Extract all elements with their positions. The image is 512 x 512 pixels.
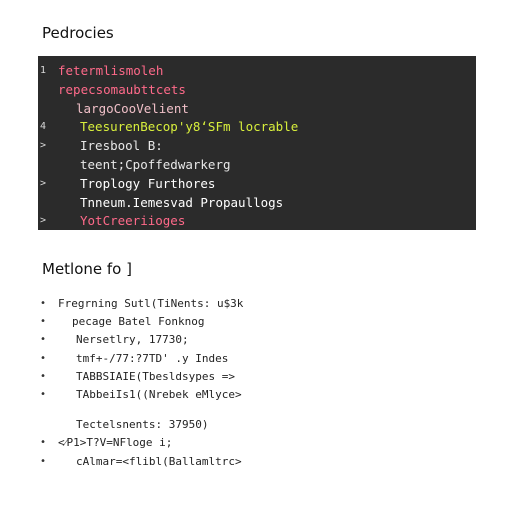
list-item-text: TAbbeiIs1((Nrebek eMlyce> [76,388,242,401]
bullet-icon: • [40,455,47,467]
code-line[interactable]: 1 fetermlismoleh [38,62,476,80]
list-item-text: TABBSIAIE(Tbesldsypes => [76,369,235,383]
list-item: Tectelsnents: 37950) [0,417,512,433]
list-item-text: cAlmar=<flibl(Ballamltrc> [76,454,242,468]
bullet-icon: • [40,298,47,309]
list-item: • cAlmar=<flibl(Ballamltrc> [0,454,512,470]
code-line-text: Iresbool B: [80,138,163,154]
line-gutter-marker[interactable]: 1 [40,65,47,76]
code-line-text: fetermlismoleh [58,63,164,78]
list-item-text: Nersetlry, 17730; [76,333,189,347]
section-title: Metlone fo ] [42,260,132,278]
code-line-text: largoCooVelient [76,100,189,116]
line-gutter-marker[interactable]: 4 [40,121,47,133]
code-line[interactable]: > YotCreeriioges [38,212,476,230]
code-line[interactable]: largoCooVelient [38,100,476,118]
code-line[interactable]: 4 TeesurenBecop'y8ʻSFm locrable [38,118,476,136]
list-item: • Fregrning Sutl(TiNents: u$3k [0,296,512,312]
code-line[interactable]: repecsomaubttcets [38,81,476,99]
code-line-text: teent;Cpoffedwarkerg [80,157,231,172]
code-line[interactable]: Tnneum.Iemesvad Propaullogs [38,194,476,212]
line-gutter-marker[interactable]: > [40,140,47,152]
list-item: • TAbbeiIs1((Nrebek eMlyce> [0,387,512,403]
bullet-icon: • [40,437,47,449]
list-item-text: Tectelsnents: 37950) [76,418,209,432]
bullet-icon: • [40,316,47,328]
code-line-text: repecsomaubttcets [58,81,186,97]
bullet-icon: • [40,370,47,382]
list-item-text: pecage Batel Fonknog [72,315,205,329]
code-line-text: YotCreeriioges [80,213,186,229]
list-item-text: <⁄P1>T?V=NFloge i; [58,436,173,450]
code-line[interactable]: > Iresbool B: [38,137,476,155]
list-item: • tmf+-/77:?7TD' .y Indes [0,351,512,367]
code-line[interactable]: > Troplogy Furthores [38,175,476,193]
bullet-icon: • [40,334,47,346]
code-line[interactable]: teent;Cpoffedwarkerg [38,156,476,174]
code-line-text: TeesurenBecop'y8ʻSFm locrable [80,119,299,135]
code-editor-panel[interactable]: 1 fetermlismoleh repecsomaubttcets largoCoo… [38,56,476,230]
list-item-text: Fregrning Sutl(TiNents: u$3k [58,297,244,310]
bullet-icon: • [40,352,47,364]
list-item: • TABBSIAIE(Tbesldsypes => [0,369,512,385]
line-gutter-marker[interactable]: > [40,215,47,227]
line-gutter-marker[interactable]: > [40,177,47,189]
list-item: • <⁄P1>T?V=NFloge i; [0,435,512,451]
list-item-text: tmf+-/77:?7TD' .y Indes [76,351,229,365]
list-item: • Nersetlry, 17730; [0,332,512,348]
code-line-text: Troplogy Furthores [80,175,216,191]
section-title: Pedrocies [42,24,114,42]
code-line-text: Tnneum.Iemesvad Propaullogs [80,194,284,210]
list-item: • pecage Batel Fonknog [0,314,512,330]
bullet-icon: • [40,389,47,400]
